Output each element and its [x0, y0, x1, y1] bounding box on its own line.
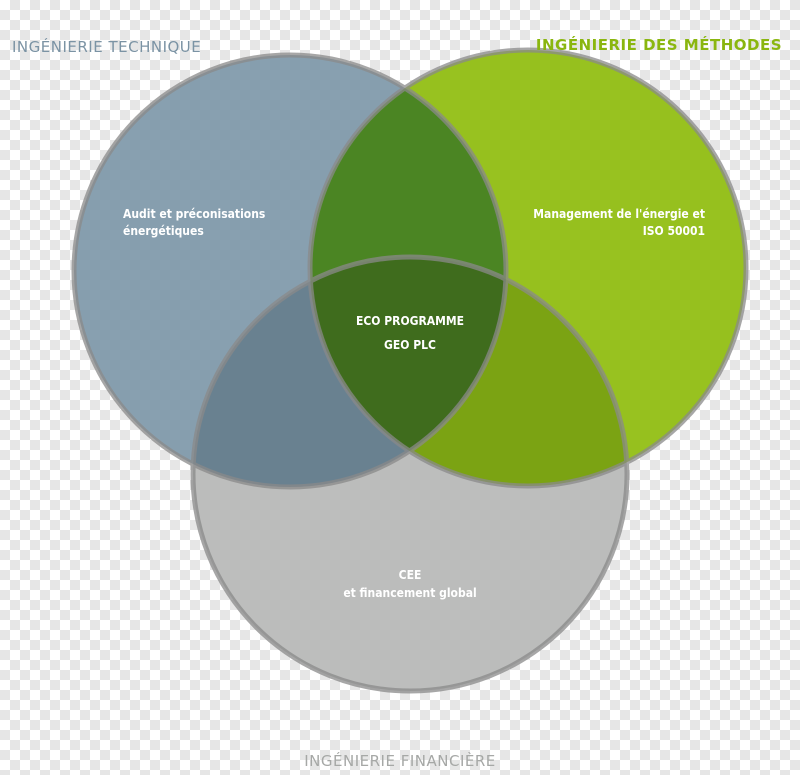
label-management: Management de l'énergie et ISO 50001	[505, 206, 705, 240]
label-center-line-2: GEO PLC	[384, 338, 436, 352]
label-cee-line-1: CEE	[398, 568, 422, 582]
overlap-center	[310, 257, 506, 486]
title-ingenierie-technique: INGÉNIERIE TECHNIQUE	[12, 38, 202, 56]
label-audit: Audit et préconisations énergétiques	[123, 206, 283, 240]
label-management-line-2: ISO 50001	[642, 224, 705, 238]
label-audit-line-1: Audit et préconisations	[123, 207, 266, 221]
title-ingenierie-financiere: INGÉNIERIE FINANCIÈRE	[304, 752, 496, 770]
circle-outlines	[71, 47, 749, 694]
title-ingenierie-methodes: INGÉNIERIE DES MÉTHODES	[535, 36, 782, 54]
label-center: ECO PROGRAMME GEO PLC	[320, 309, 500, 357]
label-management-line-1: Management de l'énergie et	[533, 207, 705, 221]
label-cee: CEE et financement global	[300, 566, 520, 602]
label-cee-line-2: et financement global	[343, 586, 477, 600]
label-center-line-1: ECO PROGRAMME	[355, 314, 465, 328]
label-audit-line-2: énergétiques	[123, 224, 204, 238]
